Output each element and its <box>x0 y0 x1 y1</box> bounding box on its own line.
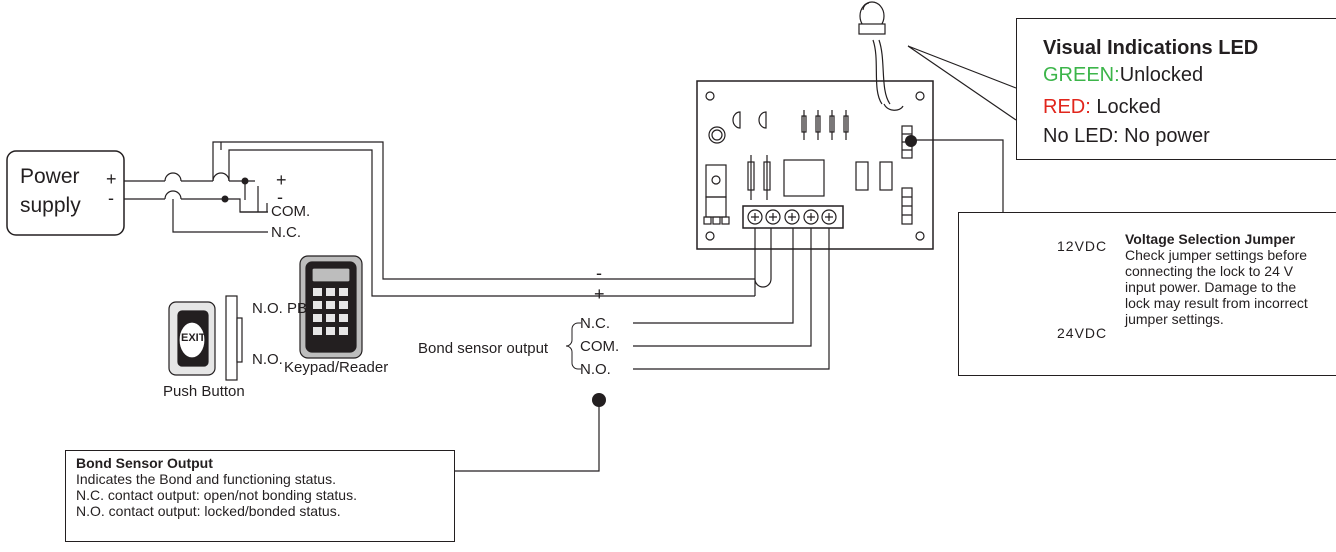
ps-terminal-com: COM. <box>271 203 311 220</box>
led-callout-green: GREEN:Unlocked <box>1043 61 1203 90</box>
junction-dot <box>241 177 249 185</box>
led-bulb-icon <box>858 1 886 35</box>
power-supply-line2: supply <box>20 194 81 217</box>
led-connector-dot <box>905 135 917 147</box>
bond-sensor-nc: N.C. <box>580 315 610 332</box>
bond-callout-line-1: Indicates the Bond and functioning statu… <box>76 471 336 487</box>
led-green-val: Unlocked <box>1119 64 1204 86</box>
ps-terminal-minus: - <box>277 187 283 207</box>
bond-sensor-com: COM. <box>580 338 620 355</box>
bond-callout-line-3: N.O. contact output: locked/bonded statu… <box>76 503 341 519</box>
ps-terminal-nc: N.C. <box>271 224 301 241</box>
power-supply-plus: + <box>106 169 117 189</box>
exit-text: EXIT <box>181 332 206 344</box>
ps-terminal-plus: + <box>276 170 287 190</box>
bond-callout-title: Bond Sensor Output <box>76 455 213 471</box>
wire-bond-no <box>633 228 830 370</box>
jumper-line-3: input power. Damage to the <box>1125 279 1297 295</box>
push-button-icon <box>168 295 243 381</box>
bond-sensor-dot <box>592 393 606 407</box>
led-callout-title: Visual Indications LED <box>1043 37 1259 59</box>
led-green-key: GREEN: <box>1043 64 1120 86</box>
board-input-minus: - <box>596 263 602 283</box>
push-button-no: N.O. <box>252 351 283 368</box>
power-supply-minus: - <box>108 188 114 208</box>
led-callout-pointer <box>907 45 1017 121</box>
bond-sensor-output-label: Bond sensor output <box>418 340 549 357</box>
jumper-line-1: Check jumper settings before <box>1125 247 1308 263</box>
board-input-plus: + <box>594 284 605 304</box>
power-supply-box <box>6 150 125 236</box>
jumper-callout: 12VDC 24VDC Voltage Selection Jumper Che… <box>958 212 1336 376</box>
wire-bond-com <box>633 228 812 347</box>
bond-sensor-bracket <box>565 322 579 370</box>
wire-bond-nc <box>633 228 794 324</box>
jumper-line-4: lock may result from incorrect <box>1125 295 1308 311</box>
led-callout-red: RED: Locked <box>1043 93 1161 122</box>
keypad-reader-icon <box>299 255 363 359</box>
led-red-key: RED: <box>1043 96 1091 118</box>
bond-sensor-callout: Bond Sensor Output Indicates the Bond an… <box>65 450 455 542</box>
jumper-line-2: connecting the lock to 24 V <box>1125 263 1294 279</box>
junction-dot <box>221 195 229 203</box>
bond-callout-line-2: N.C. contact output: open/not bonding st… <box>76 487 357 503</box>
jumper-24vdc-label: 24VDC <box>1057 325 1108 341</box>
push-button-label: Push Button <box>163 383 245 400</box>
jumper-line-5: jumper settings. <box>1125 311 1224 327</box>
bond-sensor-no: N.O. <box>580 361 611 378</box>
push-button-nopb: N.O. PB <box>252 300 308 317</box>
terminal-block <box>742 205 844 229</box>
led-red-val: Locked <box>1090 96 1161 118</box>
terminal-screws <box>747 209 837 225</box>
led-callout-none: No LED: No power <box>1043 125 1210 147</box>
jumper-callout-title: Voltage Selection Jumper <box>1125 231 1296 247</box>
diode-row <box>801 110 849 140</box>
controller-board <box>696 80 934 250</box>
wire-nc <box>172 199 268 233</box>
keypad-label: Keypad/Reader <box>284 359 389 376</box>
wire-board-minus <box>212 141 755 280</box>
jumper-12vdc-label: 12VDC <box>1057 238 1108 254</box>
led-callout: Visual Indications LED GREEN:Unlocked RE… <box>1016 18 1336 160</box>
power-supply-line1: Power <box>20 165 80 188</box>
